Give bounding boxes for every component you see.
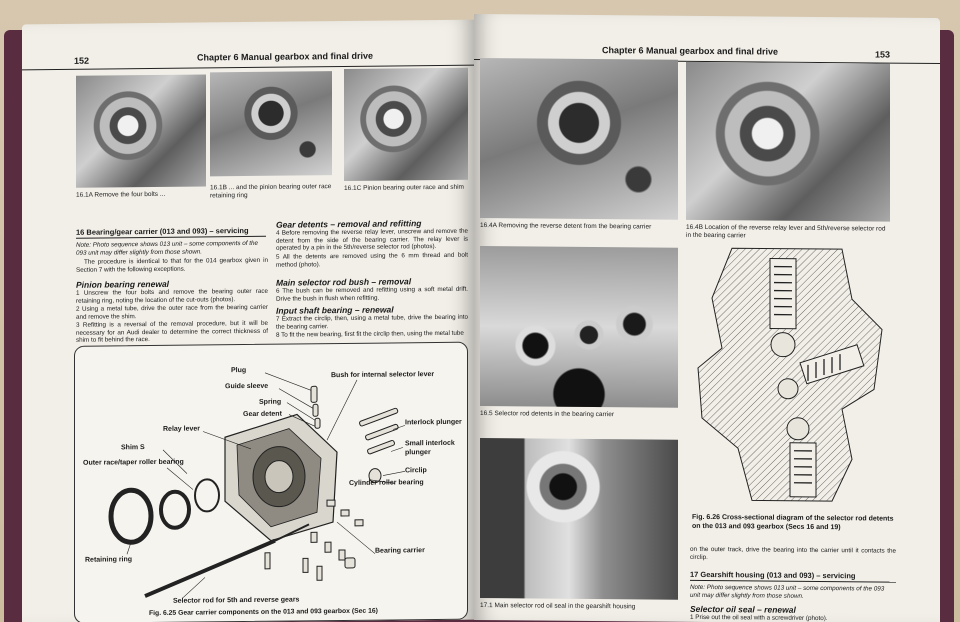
- pinion-para-3: 3 Refitting is a reversal of the removal…: [76, 319, 268, 344]
- label-gear-detent: Gear detent: [243, 410, 282, 419]
- page-number: 153: [874, 49, 890, 60]
- bush-para-6: 6 The bush can be removed and refitting …: [276, 285, 468, 303]
- section-heading: 16 Bearing/gear carrier (013 and 093) – …: [76, 225, 266, 239]
- photo-16-1a: [76, 74, 206, 188]
- right-page: Chapter 6 Manual gearbox and final drive…: [474, 13, 940, 622]
- seal-para-1: 1 Prise out the oil seal with a screwdri…: [690, 613, 828, 622]
- page-number: 152: [74, 55, 90, 66]
- photo-caption: 16.4A Removing the reverse detent from t…: [480, 222, 652, 231]
- photo-caption: 16.1C Pinion bearing outer race and shim: [344, 183, 464, 192]
- shaft-para-7: 7 Extract the circlip, then, using a met…: [276, 313, 468, 331]
- pinion-para-2: 2 Using a metal tube, drive the outer ra…: [76, 303, 268, 321]
- section-note: Note: Photo sequence shows 013 unit – so…: [690, 583, 885, 600]
- label-selector-rod: Selector rod for 5th and reverse gears: [173, 596, 300, 605]
- photo-16-4b: [686, 61, 890, 222]
- label-spring: Spring: [259, 398, 282, 406]
- label-small-interlock: Small interlock plunger: [405, 439, 455, 457]
- cross-section-diagram: [697, 247, 883, 502]
- label-circlip: Circlip: [405, 467, 427, 475]
- exploded-view-drawing: [108, 372, 406, 598]
- label-outer-race: Outer race/taper roller bearing: [83, 458, 184, 467]
- photo-16-1c: [344, 67, 468, 181]
- label-guide-sleeve: Guide sleeve: [225, 382, 269, 391]
- chapter-title: Chapter 6 Manual gearbox and final drive: [197, 50, 374, 63]
- left-page-header: 152 Chapter 6 Manual gearbox and final d…: [22, 49, 474, 71]
- chapter-title: Chapter 6 Manual gearbox and final drive: [602, 45, 779, 57]
- shaft-para-8: 8 To fit the new bearing, first fit the …: [276, 329, 464, 339]
- figure-6-25: Plug Guide sleeve Spring Gear detent Bus…: [74, 341, 468, 622]
- detents-para-5: 5 All the detents are removed using the …: [276, 251, 468, 269]
- continued-paragraph: on the outer track, drive the bearing in…: [690, 545, 896, 561]
- label-cylinder: Cylinder roller bearing: [349, 479, 424, 487]
- photo-16-4a: [480, 58, 678, 220]
- label-relay-lever: Relay lever: [163, 425, 200, 433]
- label-retaining-ring: Retaining ring: [85, 556, 133, 564]
- photo-17-1: [480, 438, 678, 600]
- detents-para-4: 4 Before removing the reverse relay leve…: [276, 227, 468, 252]
- label-bush: Bush for internal selector lever: [331, 371, 435, 380]
- section-note: Note: Photo sequence shows 013 unit – so…: [76, 239, 259, 257]
- photo-caption: 16.1A Remove the four bolts ...: [76, 190, 166, 199]
- pinion-para-1: 1 Unscrew the four bolts and remove the …: [76, 287, 268, 305]
- label-interlock: Interlock plunger: [405, 418, 462, 427]
- photo-caption: 16.1B ... and the pinion bearing outer r…: [210, 183, 332, 200]
- label-shim: Shim S: [121, 444, 145, 452]
- photo-16-1b: [210, 71, 332, 177]
- photo-caption: 16.5 Selector rod detents in the bearing…: [480, 410, 615, 419]
- intro-paragraph: The procedure is identical to that for t…: [76, 256, 268, 274]
- left-page: 152 Chapter 6 Manual gearbox and final d…: [22, 19, 474, 622]
- figure-caption: Fig. 6.26 Cross-sectional diagram of the…: [692, 513, 894, 531]
- label-bearing-carrier: Bearing carrier: [375, 547, 425, 555]
- photo-16-5: [480, 246, 678, 408]
- section-heading: 17 Gearshift housing (013 and 093) – ser…: [690, 569, 896, 583]
- label-plug: Plug: [231, 367, 247, 375]
- photo-caption: 17.1 Main selector rod oil seal in the g…: [480, 602, 636, 611]
